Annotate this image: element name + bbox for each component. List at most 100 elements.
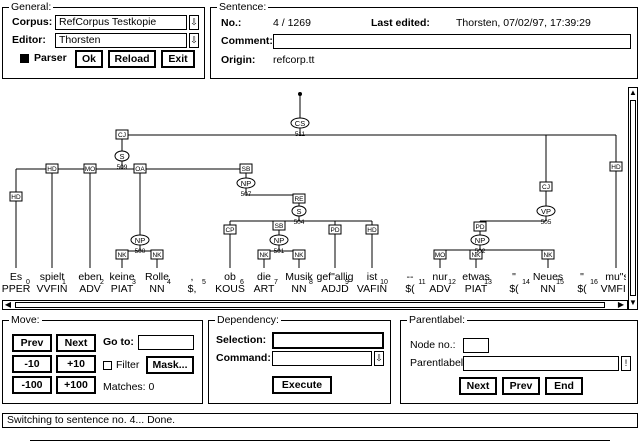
token-index: 9 xyxy=(345,279,349,286)
token-pos-tag: PIAT xyxy=(111,283,134,295)
parentlabel-prev-button[interactable]: Prev xyxy=(502,377,540,395)
comment-label: Comment: xyxy=(221,35,273,47)
token-index: 11 xyxy=(418,279,425,286)
comment-field[interactable] xyxy=(273,34,631,49)
tree-node-number: 504 xyxy=(294,219,305,226)
minus10-button[interactable]: -10 xyxy=(12,355,52,373)
tree-node xyxy=(536,205,556,217)
plus10-button[interactable]: +10 xyxy=(56,355,96,373)
tree-node-label: CS xyxy=(295,119,305,128)
token-word: nur xyxy=(432,271,448,283)
corpus-dropdown-button[interactable]: ⇩ xyxy=(189,15,199,30)
token-word: die xyxy=(257,271,271,283)
token-word: ob xyxy=(224,271,236,283)
token-pos-tag: $, xyxy=(188,283,197,295)
parser-checkbox[interactable] xyxy=(20,54,29,63)
exit-button[interactable]: Exit xyxy=(161,50,195,68)
token-index: 1 xyxy=(62,279,66,286)
corpus-field[interactable]: RefCorpus Testkopie xyxy=(55,15,187,30)
edge-label-text: HD xyxy=(47,166,57,173)
tree-node xyxy=(291,205,307,217)
edge-label-box xyxy=(115,129,129,140)
edge-label-text: HD xyxy=(11,194,21,201)
reload-button[interactable]: Reload xyxy=(108,50,156,68)
execute-button[interactable]: Execute xyxy=(272,376,332,394)
parentlabel-dropdown-button[interactable]: ! xyxy=(621,356,631,371)
token-word: Es xyxy=(10,271,22,283)
editor-label: Editor: xyxy=(12,34,46,46)
scroll-up-arrow[interactable]: ▲ xyxy=(629,88,637,97)
horizontal-scrollbar[interactable]: ◀ ▶ xyxy=(2,300,628,310)
horizontal-scroll-thumb[interactable] xyxy=(15,302,605,308)
edge-label-text: NK xyxy=(471,252,481,259)
token-pos-tag: ADV xyxy=(79,283,101,295)
vertical-scrollbar[interactable]: ▲ ▼ xyxy=(628,87,638,310)
parentlabel-panel: Parentlabel: Node no.: Parentlabel: ! Ne… xyxy=(400,314,638,404)
ok-button[interactable]: Ok xyxy=(75,50,103,68)
token-word: ist xyxy=(367,271,378,283)
mask-button[interactable]: Mask... xyxy=(146,356,194,374)
goto-label: Go to: xyxy=(103,336,134,348)
edge-label-text: PD xyxy=(330,227,339,234)
parentlabel-field[interactable] xyxy=(463,356,619,371)
tree-node-number: 505 xyxy=(541,219,552,226)
edge-label-text: HD xyxy=(367,227,377,234)
edge-label-text: PD xyxy=(475,224,484,231)
edge-label-box xyxy=(473,221,487,232)
token-index: 3 xyxy=(132,279,136,286)
token-index: 10 xyxy=(380,279,388,286)
edge-label-box xyxy=(365,224,379,235)
origin-label: Origin: xyxy=(221,54,256,66)
goto-field[interactable] xyxy=(138,335,194,350)
token-pos-tag: VAFIN xyxy=(357,283,387,295)
tree-node xyxy=(130,234,150,246)
edge-label-box xyxy=(223,224,237,235)
token-word: keine xyxy=(109,271,134,283)
prev-button[interactable]: Prev xyxy=(12,334,52,352)
edge-label-box xyxy=(272,220,286,231)
token-pos-tag: $( xyxy=(405,283,415,295)
token-index: 16 xyxy=(590,279,598,286)
filter-checkbox[interactable] xyxy=(103,361,112,370)
command-dropdown-button[interactable]: ⇩ xyxy=(374,351,384,366)
vertical-scroll-thumb[interactable] xyxy=(630,100,636,296)
command-field[interactable] xyxy=(272,351,372,366)
parentlabel-next-button[interactable]: Next xyxy=(459,377,497,395)
edge-label-text: NK xyxy=(117,252,127,259)
token-word: , xyxy=(191,271,194,283)
token-pos-tag: VMFIN xyxy=(601,283,626,295)
selection-field[interactable] xyxy=(272,332,384,349)
tree-node-number: 501 xyxy=(274,248,285,255)
plus100-button[interactable]: +100 xyxy=(56,376,96,394)
minus100-button[interactable]: -100 xyxy=(12,376,52,394)
edge-label-box xyxy=(433,249,447,260)
tree-node-label: NP xyxy=(241,179,251,188)
token-index: 7 xyxy=(274,279,278,286)
edge-label-text: CJ xyxy=(542,184,550,191)
token-word: Musik xyxy=(285,271,313,283)
editor-field[interactable]: Thorsten xyxy=(55,33,187,48)
token-pos-tag: VVFIN xyxy=(37,283,68,295)
edge-label-box xyxy=(292,193,306,204)
general-panel: General: Corpus: RefCorpus Testkopie ⇩ E… xyxy=(2,1,205,79)
token-word: " xyxy=(512,271,516,283)
edge-label-box xyxy=(469,249,483,260)
next-button[interactable]: Next xyxy=(56,334,96,352)
sentence-no-label: No.: xyxy=(221,17,242,29)
editor-dropdown-button[interactable]: ⇩ xyxy=(189,33,199,48)
tree-node-number: 500 xyxy=(135,248,146,255)
token-word: Neues xyxy=(533,271,563,283)
scroll-down-arrow[interactable]: ▼ xyxy=(629,298,637,307)
tree-node xyxy=(236,177,256,189)
scroll-left-arrow[interactable]: ◀ xyxy=(4,300,12,309)
parentlabel-end-button[interactable]: End xyxy=(545,377,583,395)
node-no-field[interactable] xyxy=(463,338,489,353)
token-word: eben xyxy=(78,271,102,283)
edge-label-box xyxy=(45,163,59,174)
scroll-right-arrow[interactable]: ▶ xyxy=(617,300,625,309)
edge-label-box xyxy=(541,249,555,260)
token-pos-tag: $( xyxy=(509,283,519,295)
token-word: mu"s xyxy=(605,271,626,283)
